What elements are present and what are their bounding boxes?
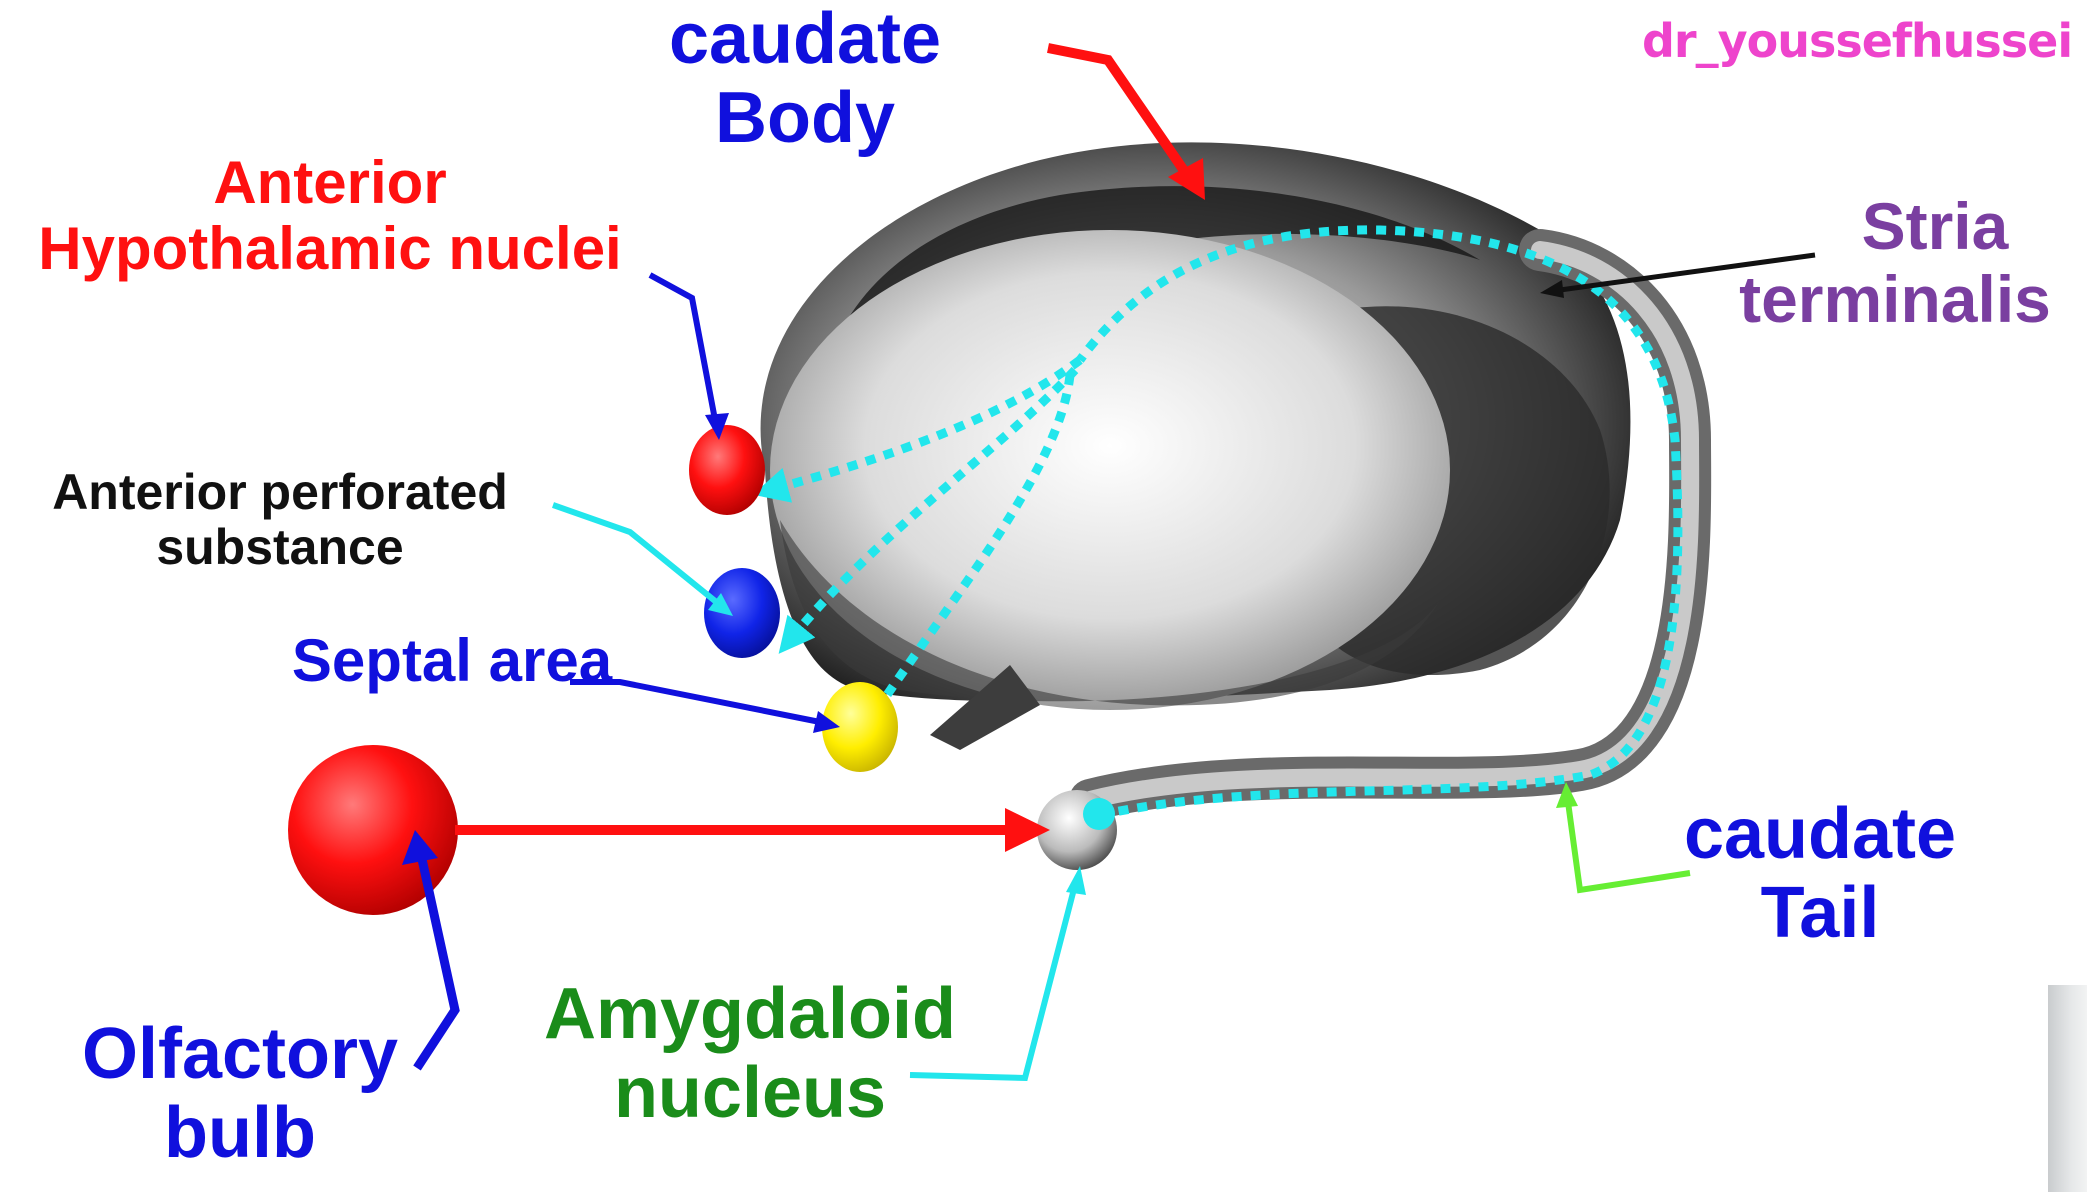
- stria-terminalis-label-line1: Stria: [1710, 190, 2080, 263]
- caudate-tail-label-line1: caudate: [1660, 795, 1980, 874]
- caudate-body-label-line1: caudate: [640, 0, 970, 79]
- caudate-tail-label: caudate Tail: [1660, 795, 1980, 953]
- amygdaloid-nucleus-label: Amygdaloid nucleus: [530, 975, 970, 1133]
- amygdaloid-arrowhead: [1066, 866, 1086, 895]
- watermark-text: dr_youssefhussei: [1642, 14, 2072, 68]
- anterior-hypothalamic-label-line2: Hypothalamic nuclei: [0, 216, 660, 282]
- perforated-leader: [553, 505, 720, 605]
- anterior-hypothalamic-label: Anterior Hypothalamic nuclei: [0, 150, 660, 282]
- stria-terminalis-label: Stria terminalis: [1710, 190, 2080, 335]
- stria-terminalis-label-line2: terminalis: [1710, 263, 2080, 336]
- anterior-hypothalamic-node: [689, 425, 765, 515]
- anterior-perforated-node: [704, 568, 780, 658]
- side-panel-fragment: [2048, 985, 2087, 1192]
- amygdaloid-nucleus-label-line1: Amygdaloid: [530, 975, 970, 1054]
- anterior-perforated-label-line2: substance: [5, 520, 555, 575]
- caudate-body-label-line2: Body: [640, 79, 970, 158]
- septal-area-label: Septal area: [262, 628, 642, 694]
- amygdala-cyan-dot: [1083, 798, 1115, 830]
- caudate-tail-label-line2: Tail: [1660, 874, 1980, 953]
- anterior-perforated-label-line1: Anterior perforated: [5, 465, 555, 520]
- anterior-perforated-label: Anterior perforated substance: [5, 465, 555, 575]
- hypothalamic-leader: [650, 275, 716, 425]
- olfactory-bulb-label-line2: bulb: [60, 1094, 420, 1173]
- olfactory-bulb-label: Olfactory bulb: [60, 1015, 420, 1173]
- olfactory-bulb-label-line1: Olfactory: [60, 1015, 420, 1094]
- amygdaloid-nucleus-label-line2: nucleus: [530, 1054, 970, 1133]
- anterior-hypothalamic-label-line1: Anterior: [0, 150, 660, 216]
- caudate-body-label: caudate Body: [640, 0, 970, 158]
